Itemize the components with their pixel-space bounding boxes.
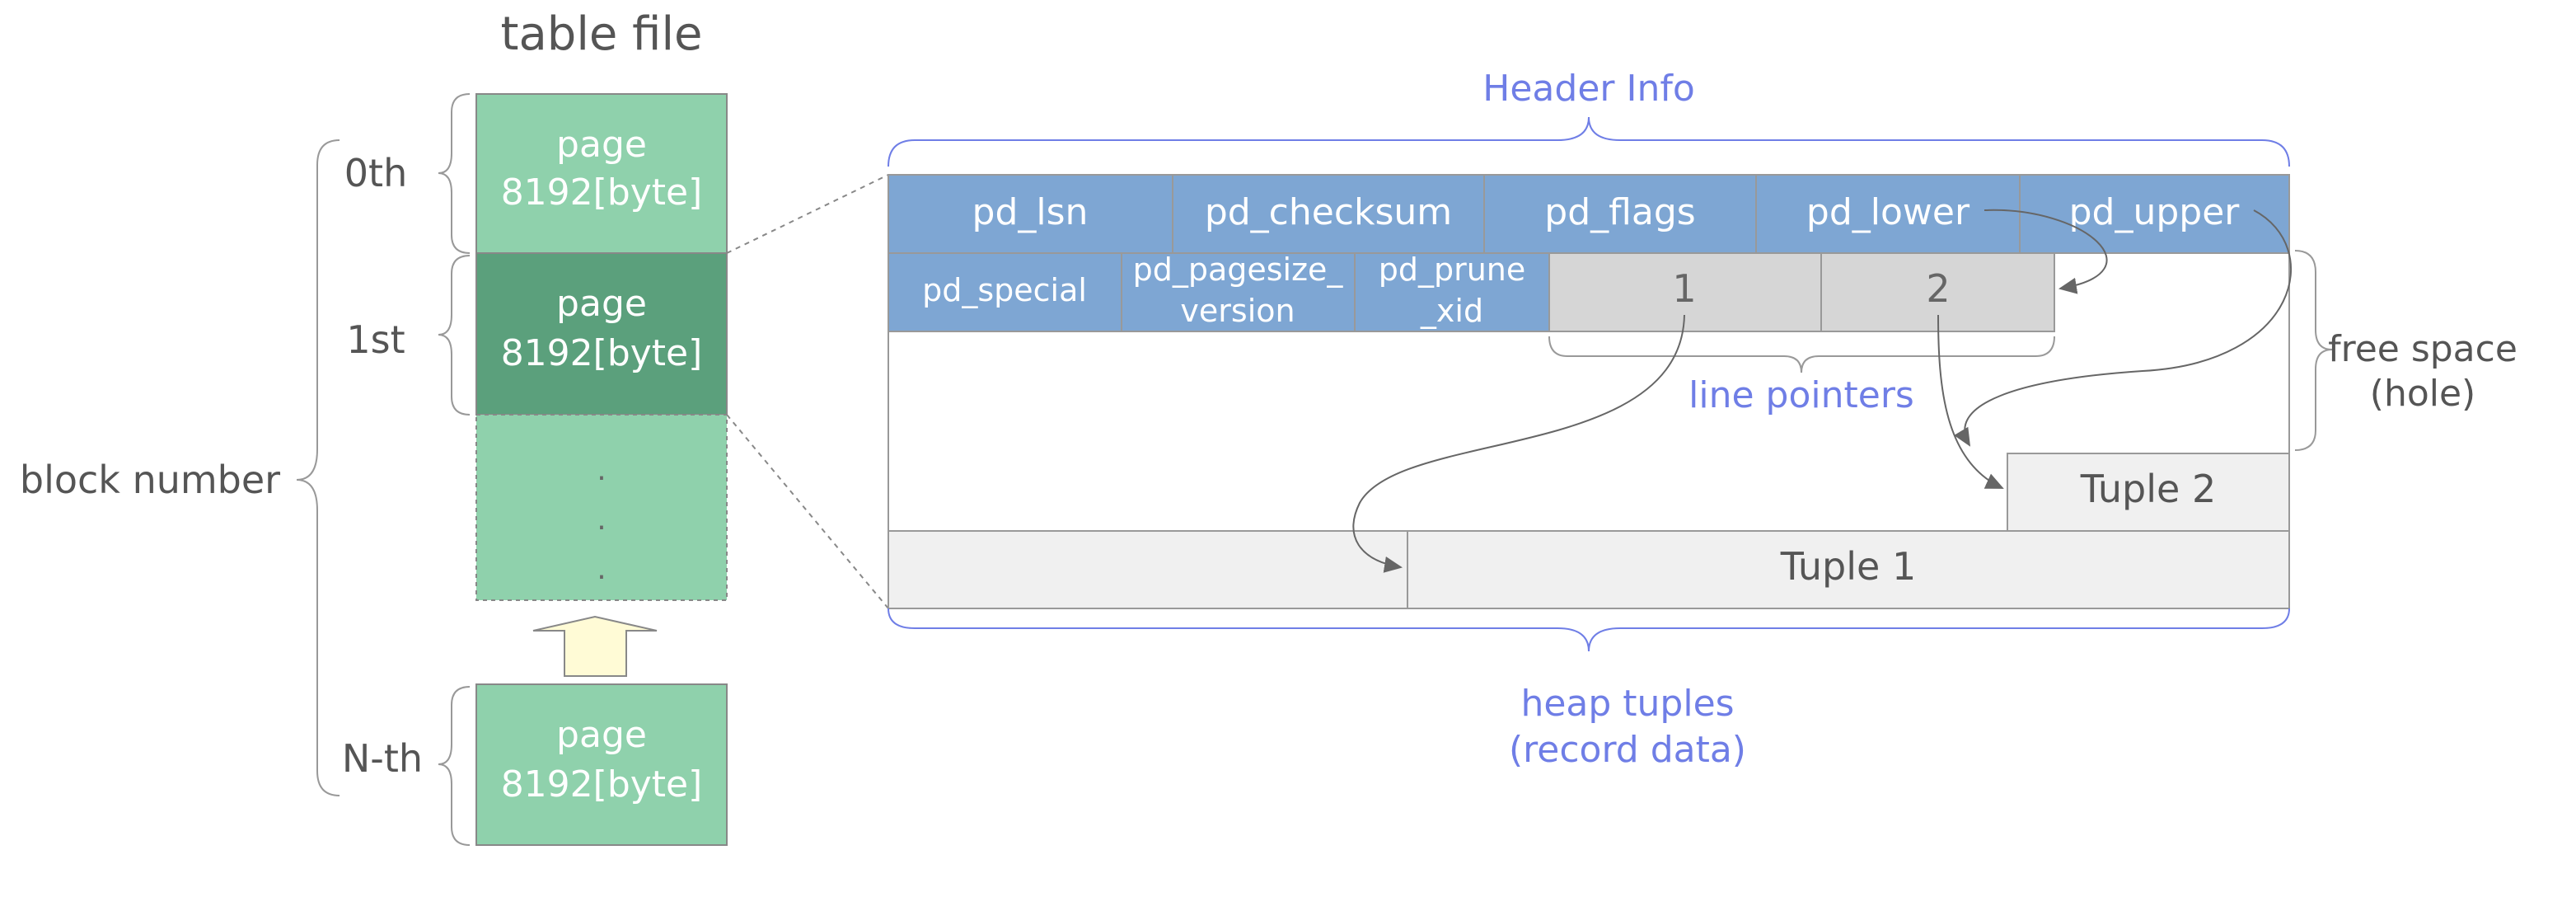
label-pd-pagesize-line1: pd_pagesize_ [1133,251,1344,288]
label-pd-pagesize-line2: version [1180,293,1295,329]
brace-1st [438,255,471,416]
label-pd-lsn: pd_lsn [972,191,1089,233]
page-block-0-line2: 8192[byte] [501,171,703,214]
ordinal-1st: 1st [346,317,405,362]
label-pd-lower: pd_lower [1806,191,1970,233]
arrow-pd-upper-to-tuple-2 [1954,209,2292,447]
tuple-1-leftover [888,530,1408,609]
header-info-label: Header Info [1482,68,1694,110]
brace-header-info [888,116,2290,167]
ellipsis-dot-1: · [597,462,606,495]
line-pointer-2-label: 2 [1926,266,1950,311]
line-pointers-label: line pointers [1688,374,1914,416]
page-block-n-line2: 8192[byte] [501,763,703,805]
brace-block-number [296,139,340,796]
page-block-1-line1: page [556,283,647,325]
ellipsis-dot-2: · [597,511,606,545]
free-space-label-line1: free space [2328,328,2517,370]
brace-0th [438,93,471,254]
ellipsis-dot-3: · [597,561,606,594]
page-block-1-line2: 8192[byte] [501,332,703,374]
label-pd-checksum: pd_checksum [1205,191,1452,233]
brace-nth [438,686,471,846]
line-pointer-1 [1548,252,1822,332]
page-block-0 [475,93,728,254]
label-pd-prune-line1: pd_prune [1379,251,1526,288]
free-space-label-line2: (hole) [2370,373,2475,415]
cell-pd-upper [2019,174,2290,254]
heap-tuples-label-line1: heap tuples [1520,683,1734,725]
tuple-1-label: Tuple 1 [1780,544,1916,589]
page-block-0-line1: page [556,124,647,166]
cell-pd-lower [1755,174,2021,254]
block-number-label: block number [20,458,280,502]
up-arrow-icon [532,615,658,677]
label-pd-flags: pd_flags [1544,191,1695,233]
arrow-pd-lower-to-pointer-end [1984,209,2108,294]
heap-tuples-label-line2: (record data) [1509,729,1746,771]
zoom-line-bottom [726,414,889,609]
ordinal-0th: 0th [344,151,407,195]
brace-free-space [2294,250,2333,451]
cell-pd-flags [1483,174,1757,254]
arrow-line-pointer-2-to-tuple-2 [1937,314,2004,489]
page-block-n-line1: page [556,714,647,756]
label-pd-prune-line2: _xid [1420,293,1483,329]
table-file-title: table file [501,7,703,61]
label-pd-special: pd_special [922,272,1087,308]
page-block-n [475,683,728,846]
line-pointer-1-label: 1 [1672,266,1696,311]
arrow-line-pointer-1-to-tuple-1 [1352,314,1685,573]
tuple-1 [1407,530,2290,609]
page-block-1 [475,252,728,416]
brace-line-pointers [1548,336,2055,373]
label-pd-upper: pd_upper [2069,191,2241,233]
ordinal-nth: N-th [342,736,423,781]
page-block-ellipsis [475,414,728,601]
brace-heap-tuples [888,608,2290,652]
cell-pd-prune-xid [1354,252,1550,332]
zoom-line-top [726,174,889,254]
cell-pd-special [888,252,1122,332]
tuple-2-label: Tuple 2 [2080,467,2216,511]
tuple-2 [2007,453,2290,532]
